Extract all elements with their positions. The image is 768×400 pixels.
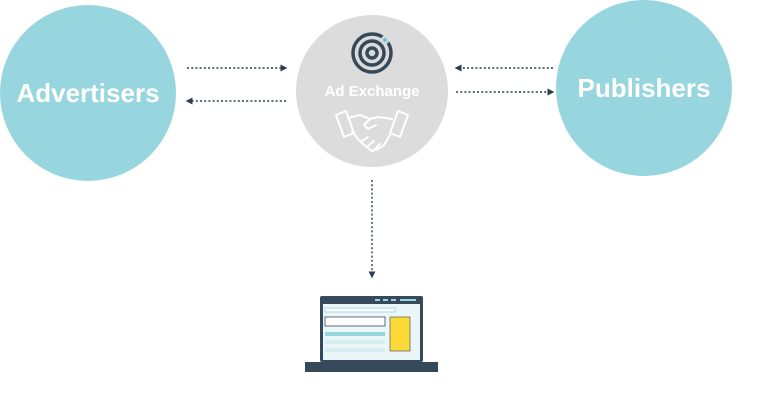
handshake-icon (335, 110, 409, 152)
publishers-label: Publishers (577, 72, 711, 103)
ad-exchange-node: Ad Exchange (296, 15, 448, 167)
ad-exchange-label: Ad Exchange (324, 83, 420, 100)
advertisers-label: Advertisers (16, 77, 160, 108)
advertisers-node: Advertisers (0, 5, 176, 181)
laptop-icon (305, 296, 438, 372)
publishers-node: Publishers (556, 0, 732, 176)
target-icon (351, 32, 393, 74)
